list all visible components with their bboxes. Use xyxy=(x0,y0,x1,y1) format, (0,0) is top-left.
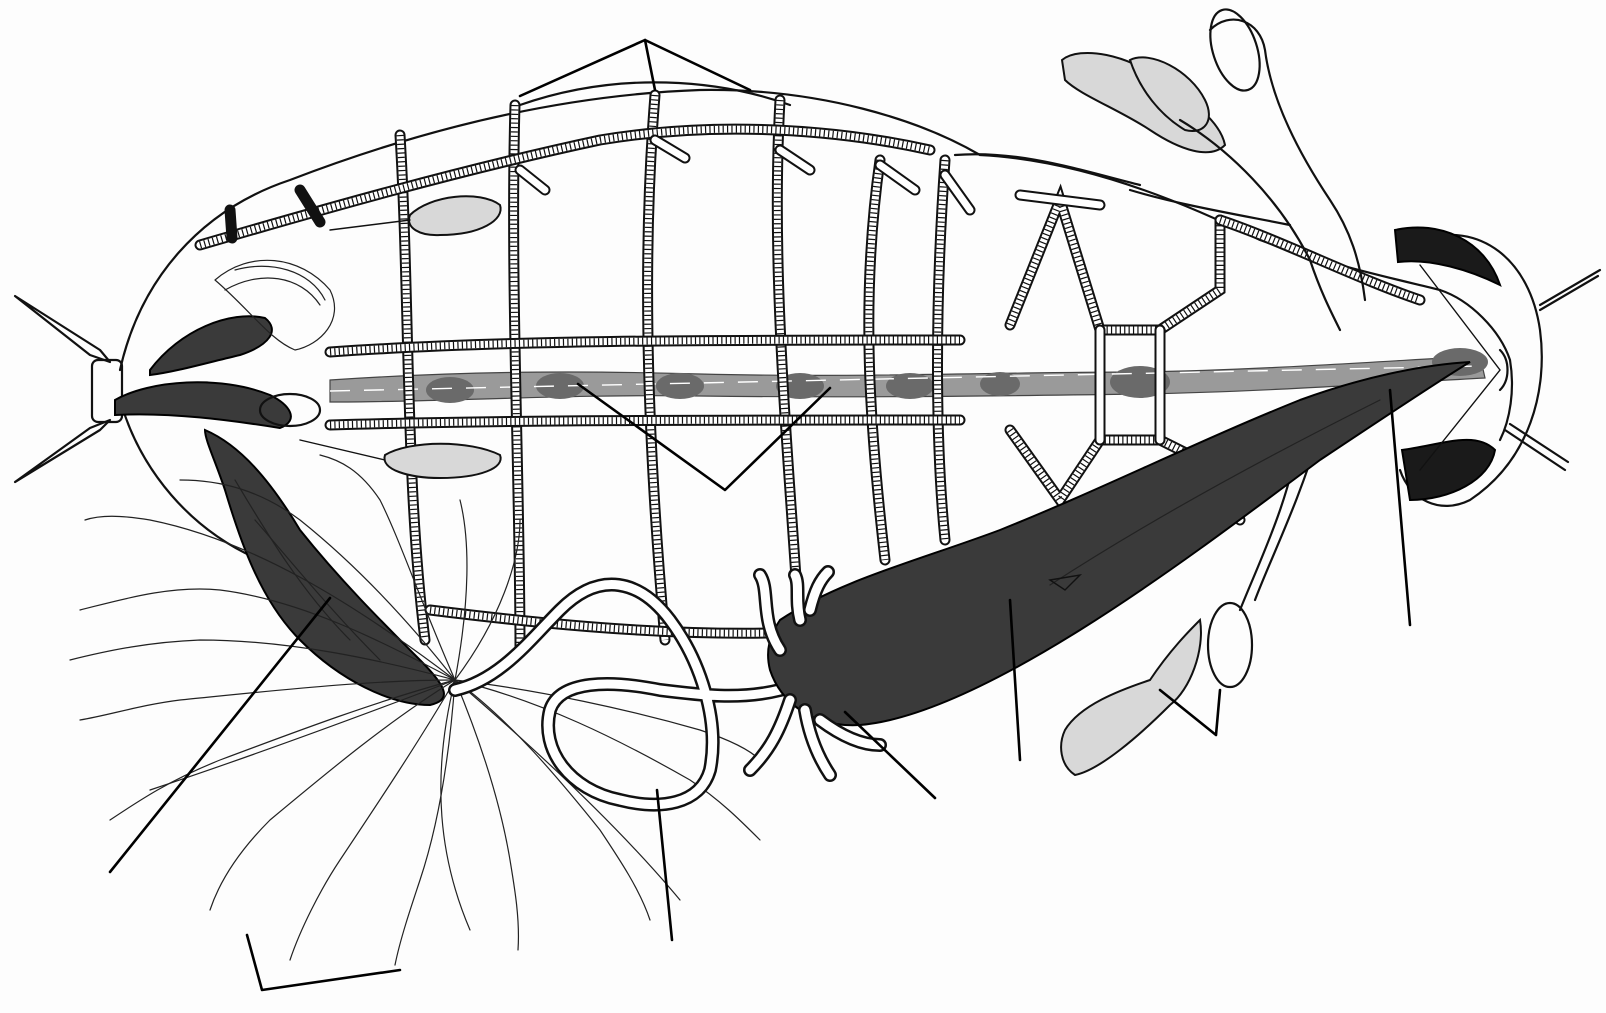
compound-eye-upper-icon xyxy=(1395,227,1500,285)
leader-hindgut xyxy=(657,790,672,940)
leader-head-eye xyxy=(1390,390,1410,625)
cerci xyxy=(15,296,122,482)
leader-ovary xyxy=(1160,690,1220,735)
posterior-tubes xyxy=(115,260,335,428)
leader-midgut xyxy=(845,712,935,798)
leader-crop xyxy=(110,598,330,872)
accessory-glands xyxy=(300,53,1225,775)
leader-malpighian-tubules xyxy=(247,935,400,990)
